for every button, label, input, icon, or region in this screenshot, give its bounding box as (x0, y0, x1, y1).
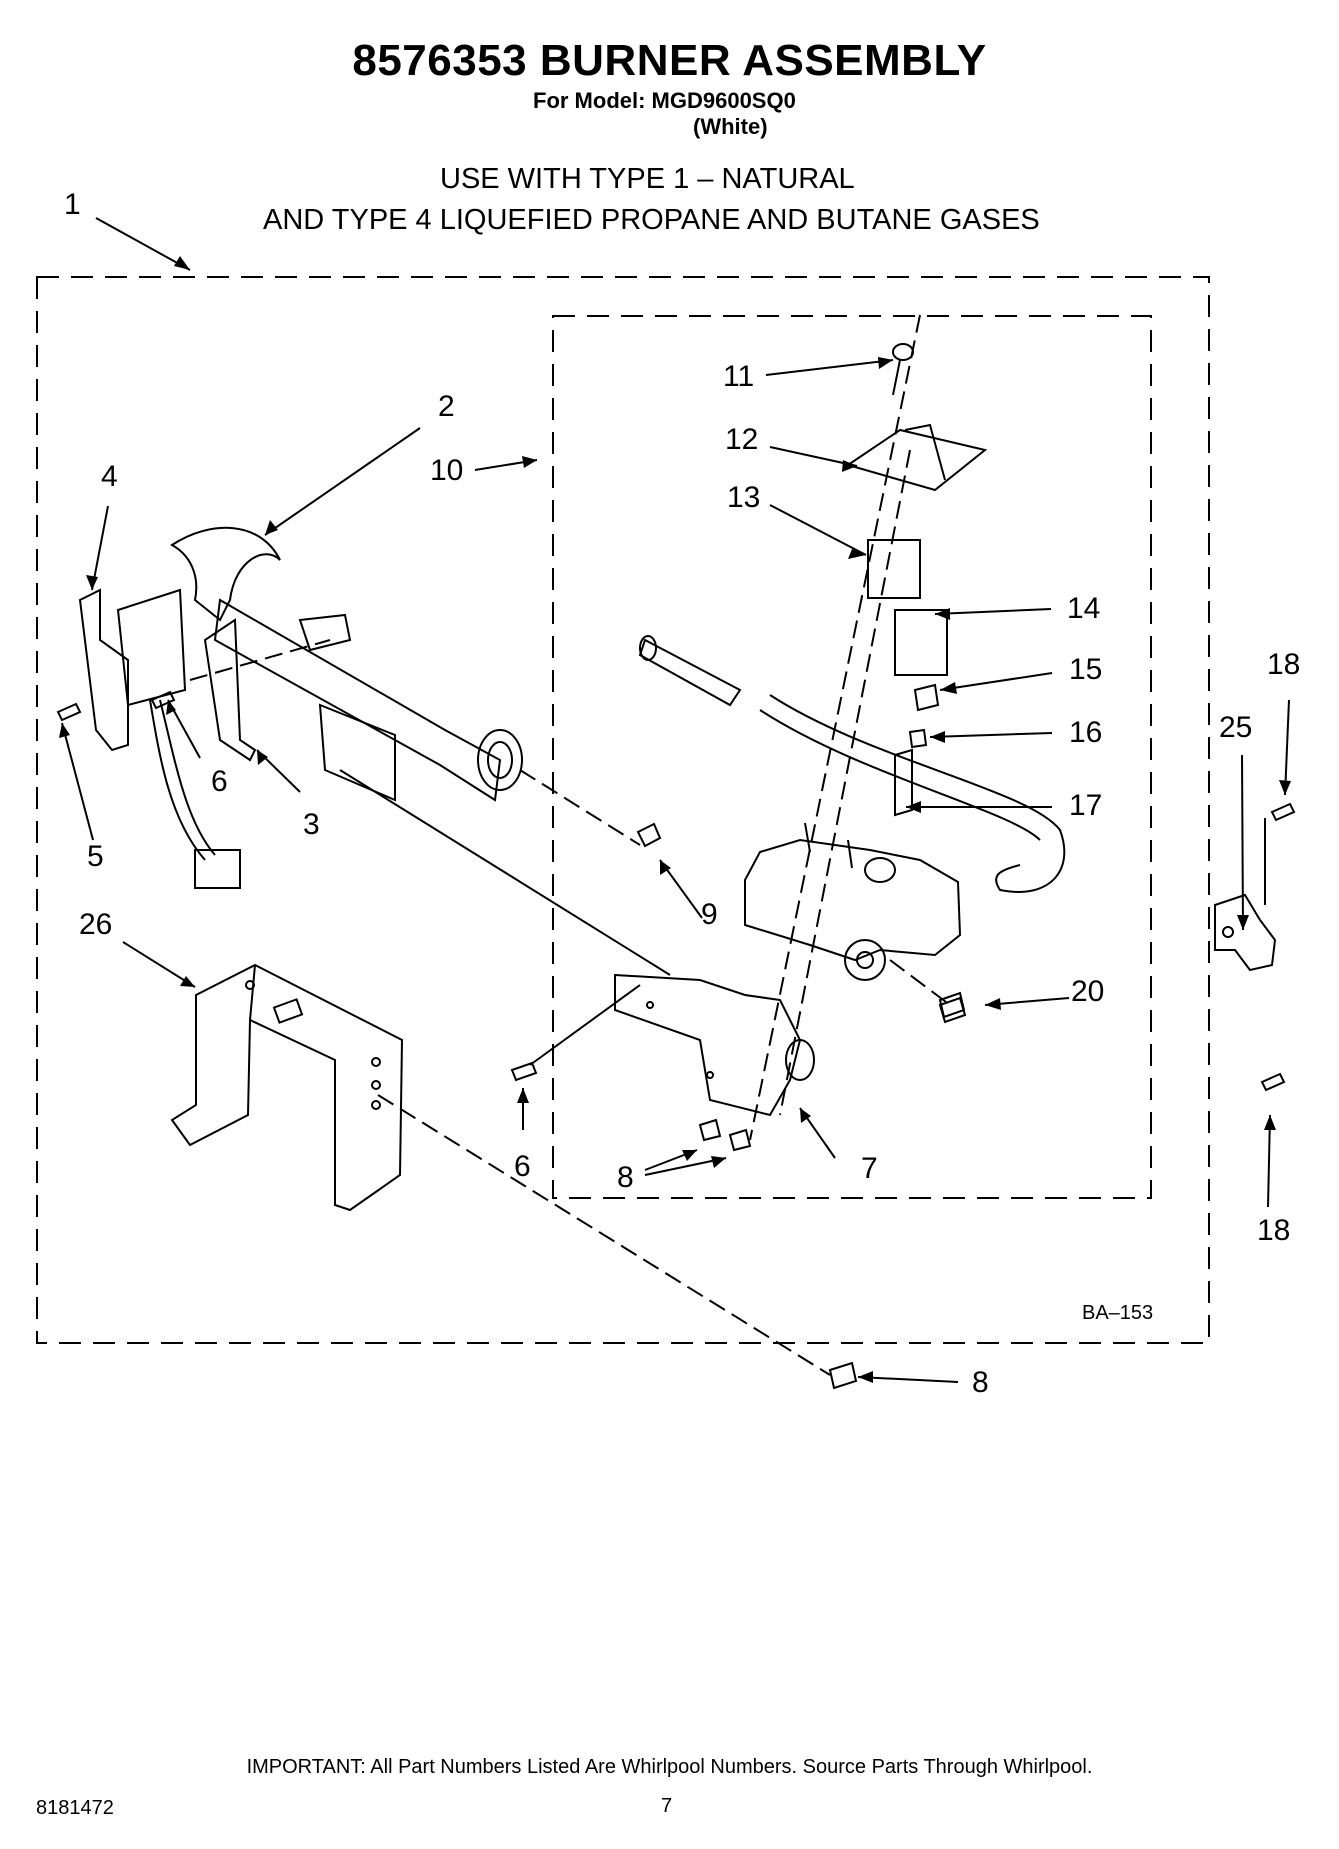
callout-14: 14 (1067, 592, 1101, 625)
callout-16: 16 (1069, 716, 1103, 749)
leader-lines (61, 217, 1290, 1383)
gas-valve (744, 822, 962, 981)
callout-20: 20 (1071, 975, 1105, 1008)
callout-26: 26 (79, 908, 113, 941)
callout-25: 25 (1219, 711, 1253, 744)
callout-8-bottom: 8 (972, 1366, 989, 1399)
coil-stack (845, 343, 988, 817)
callout-11: 11 (723, 360, 755, 393)
usage-line-2: AND TYPE 4 LIQUEFIED PROPANE AND BUTANE … (263, 204, 1040, 236)
callout-15: 15 (1069, 653, 1103, 686)
alignment-lines (189, 314, 951, 1376)
screws (56, 690, 1296, 1390)
ignitor-wiring (149, 699, 241, 889)
callout-5: 5 (87, 840, 104, 873)
mounting-brackets (78, 588, 396, 802)
diagram-reference: BA–153 (1082, 1302, 1154, 1324)
burner-tube (170, 526, 523, 802)
valve-assembly-frame (552, 315, 1152, 1199)
callout-12: 12 (725, 423, 759, 456)
callout-8-lower: 8 (617, 1161, 634, 1194)
valve-bracket (614, 973, 815, 1117)
callout-9: 9 (701, 898, 718, 931)
color-line: (White) (693, 114, 768, 139)
page-number: 7 (661, 1795, 673, 1817)
assembly-frame (36, 276, 1210, 1344)
callout-6-lower: 6 (514, 1150, 531, 1183)
solid-alignment-lines (339, 769, 671, 1066)
support-bracket (170, 963, 404, 1212)
model-line: For Model: MGD9600SQ0 (533, 88, 796, 113)
callout-3: 3 (303, 808, 320, 841)
callout-2: 2 (438, 390, 455, 423)
usage-line-1: USE WITH TYPE 1 – NATURAL (440, 163, 855, 195)
callout-13: 13 (727, 481, 761, 514)
callout-6-left: 6 (211, 765, 228, 798)
callout-10: 10 (430, 454, 464, 487)
important-note: IMPORTANT: All Part Numbers Listed Are W… (246, 1756, 1093, 1778)
manifold-pipe (638, 635, 1066, 893)
arrow-heads (59, 256, 1291, 1383)
sensor (938, 996, 967, 1024)
document-number: 8181472 (36, 1797, 114, 1819)
callout-7: 7 (861, 1152, 878, 1185)
callout-18-upper: 18 (1267, 648, 1301, 681)
callout-18-lower: 18 (1257, 1214, 1291, 1247)
callout-4: 4 (101, 460, 118, 493)
flame-sensor-bracket (1214, 818, 1277, 972)
callout-17: 17 (1069, 789, 1103, 822)
page-title: 8576353 BURNER ASSEMBLY (352, 36, 987, 85)
callout-1: 1 (64, 188, 81, 221)
